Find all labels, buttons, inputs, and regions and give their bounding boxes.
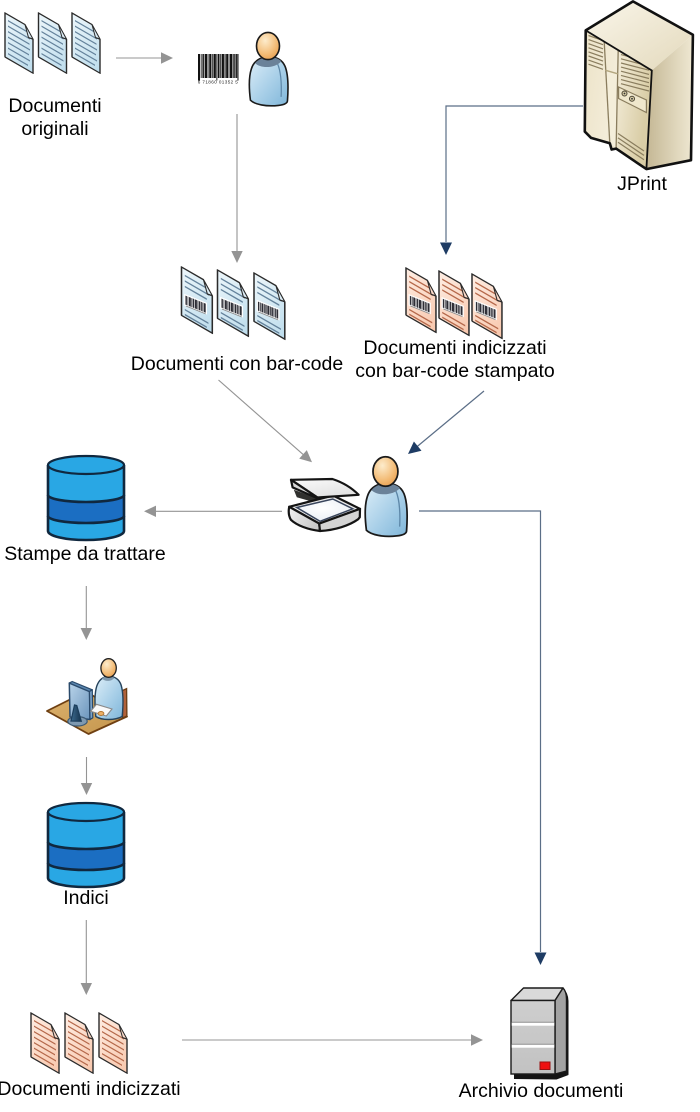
- svg-text:Documenti indicizzati: Documenti indicizzati: [0, 1078, 181, 1100]
- svg-text:6 71860 01352 5: 6 71860 01352 5: [198, 80, 239, 85]
- svg-text:Documenti indicizzati: Documenti indicizzati: [363, 337, 546, 359]
- svg-text:Archivio documenti: Archivio documenti: [459, 1080, 624, 1102]
- svg-text:con bar-code stampato: con bar-code stampato: [355, 360, 555, 382]
- svg-text:Stampe da trattare: Stampe da trattare: [4, 543, 166, 565]
- svg-text:originali: originali: [21, 118, 88, 140]
- svg-text:JPrint: JPrint: [617, 173, 667, 195]
- svg-text:Documenti con bar-code: Documenti con bar-code: [131, 353, 343, 375]
- svg-text:Indici: Indici: [63, 887, 109, 909]
- svg-text:Documenti: Documenti: [8, 95, 101, 117]
